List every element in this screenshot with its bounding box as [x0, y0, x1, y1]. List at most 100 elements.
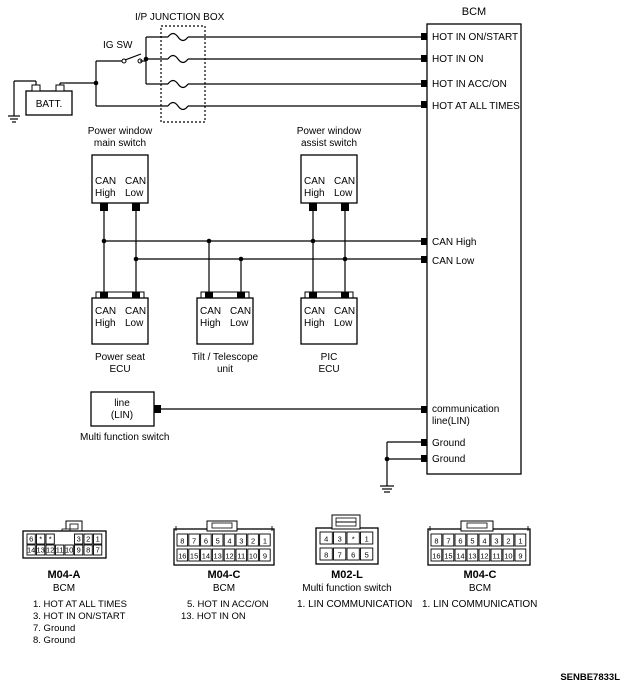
connector-cavity: [454, 548, 467, 562]
connector-note: 3. HOT IN ON/START: [33, 611, 126, 622]
connector-pin-number: *: [49, 535, 52, 544]
ground-icon: [380, 485, 394, 493]
connector-pin-number: 10: [65, 546, 73, 555]
connector-pin-number: 1: [518, 537, 522, 546]
connector-pin-number: 12: [480, 552, 488, 561]
connector-pin-number: 1: [263, 537, 267, 546]
connector-pin-number: 11: [493, 552, 501, 561]
connector-pin-number: *: [39, 535, 42, 544]
connector-pin-number: 7: [96, 546, 100, 555]
module-name: assist switch: [301, 138, 357, 149]
connector-name: BCM: [53, 583, 75, 594]
connector-pin-number: 15: [444, 552, 452, 561]
connector-note: 1. HOT AT ALL TIMES: [33, 599, 127, 610]
connector-cavity: [514, 533, 527, 547]
ignition-switch-icon: [121, 53, 146, 64]
pin-label: line: [114, 398, 130, 409]
pin-label: High: [95, 318, 116, 329]
bcm-box: [426, 23, 522, 475]
connector-pin-number: 3: [77, 535, 81, 544]
pin-label: Low: [334, 318, 353, 329]
connector-cavity: [176, 548, 189, 562]
connector-cavity: [83, 544, 93, 556]
ig-sw-label: IG SW: [103, 40, 133, 51]
battery-icon: BATT.: [25, 84, 73, 116]
connector-pin-number: 2: [251, 537, 255, 546]
connector-cavity: [36, 533, 46, 545]
bcm-pin-hot-on-start: HOT IN ON/START: [432, 32, 518, 43]
ground-icon: [8, 115, 20, 123]
connector-cavity: [430, 548, 443, 562]
module-pic-ecu: CAN High CAN Low PIC ECU: [300, 291, 358, 375]
junction-box-label: I/P JUNCTION BOX: [135, 12, 225, 23]
connector-cavity: [200, 533, 212, 547]
connector-cavity: [247, 548, 259, 562]
connector-cavity: [176, 533, 189, 547]
connector-pin-number: 3: [239, 537, 243, 546]
bcm-title: BCM: [462, 6, 486, 18]
module-power-seat-ecu: CAN High CAN Low Power seat ECU: [91, 291, 149, 375]
connector-cavity: [211, 533, 224, 547]
connector-pin-number: 3: [338, 535, 342, 544]
connector-pin-number: 4: [227, 537, 231, 546]
connector-cavity: [93, 533, 103, 545]
connector-cavity: [319, 547, 333, 561]
bcm-block: BCM HOT IN ON/START HOT IN ON HOT IN ACC…: [421, 6, 522, 475]
module-pw-assist-switch: Power window assist switch CAN High CAN …: [297, 126, 362, 211]
figure-id: SENBE7833L: [560, 672, 620, 683]
fuse-icon: [167, 32, 189, 42]
module-name: main switch: [94, 138, 146, 149]
connector-pin-number: 10: [504, 552, 512, 561]
connector-cavity: [478, 548, 491, 562]
connector-pin-number: 5: [216, 537, 220, 546]
pin-label: CAN: [304, 306, 325, 317]
connector-pin-number: 13: [214, 552, 222, 561]
connector-pin-number: 1: [96, 535, 100, 544]
pin-label: Low: [125, 188, 144, 199]
can-bus-wiring: [101, 211, 421, 292]
connector-cavity: [45, 533, 55, 545]
connector-pin-number: 4: [324, 535, 328, 544]
connector-cavity: [93, 544, 103, 556]
connector-pin-number: 10: [249, 552, 257, 561]
bcm-pin-can-low: CAN Low: [432, 256, 475, 267]
connector-pin-number: 5: [365, 551, 369, 560]
bcm-pin-labels: HOT IN ON/START HOT IN ON HOT IN ACC/ON …: [432, 32, 520, 465]
connector-cavity: [346, 547, 360, 561]
connector-cavity: [36, 544, 46, 556]
connector-pin-number: 6: [29, 535, 33, 544]
bcm-ground-wiring: [380, 441, 421, 493]
module-pw-main-switch: Power window main switch CAN High CAN Lo…: [88, 126, 153, 211]
fuse-icon: [167, 101, 189, 111]
connector-pin-number: 11: [56, 546, 64, 555]
connector-note: 5. HOT IN ACC/ON: [187, 599, 269, 610]
connector-code: M04-C: [463, 569, 496, 581]
bcm-pin-line-lin: line(LIN): [432, 416, 470, 427]
connector-cavity: [346, 531, 360, 545]
module-name: Power window: [297, 126, 362, 137]
connector-pin-number: 9: [263, 552, 267, 561]
connector-note: 13. HOT IN ON: [181, 611, 246, 622]
connector-pin-number: 13: [36, 546, 44, 555]
pin-label: CAN: [334, 306, 355, 317]
connector-cavity: [259, 548, 271, 562]
module-box: [90, 391, 155, 427]
connector-cavity: [466, 548, 479, 562]
connector-cavity: [478, 533, 491, 547]
pin-label: Low: [334, 188, 353, 199]
connector-note: 8. Ground: [33, 635, 75, 646]
connector-pin-number: 8: [324, 551, 328, 560]
module-tilt-telescope-unit: CAN High CAN Low Tilt / Telescope unit: [192, 291, 259, 375]
junction-box-outline: [160, 25, 206, 123]
connector-pin-number: 7: [192, 537, 196, 546]
connector-cavity: [235, 533, 248, 547]
module-box: [300, 154, 358, 204]
connector-name: BCM: [469, 583, 491, 594]
connector-pin-number: 12: [225, 552, 233, 561]
connector-pin-number: 3: [494, 537, 498, 546]
connector-pin-number: 6: [204, 537, 208, 546]
bcm-pin-hot-acc-on: HOT IN ACC/ON: [432, 79, 507, 90]
bcm-pin-ground-1: Ground: [432, 438, 465, 449]
